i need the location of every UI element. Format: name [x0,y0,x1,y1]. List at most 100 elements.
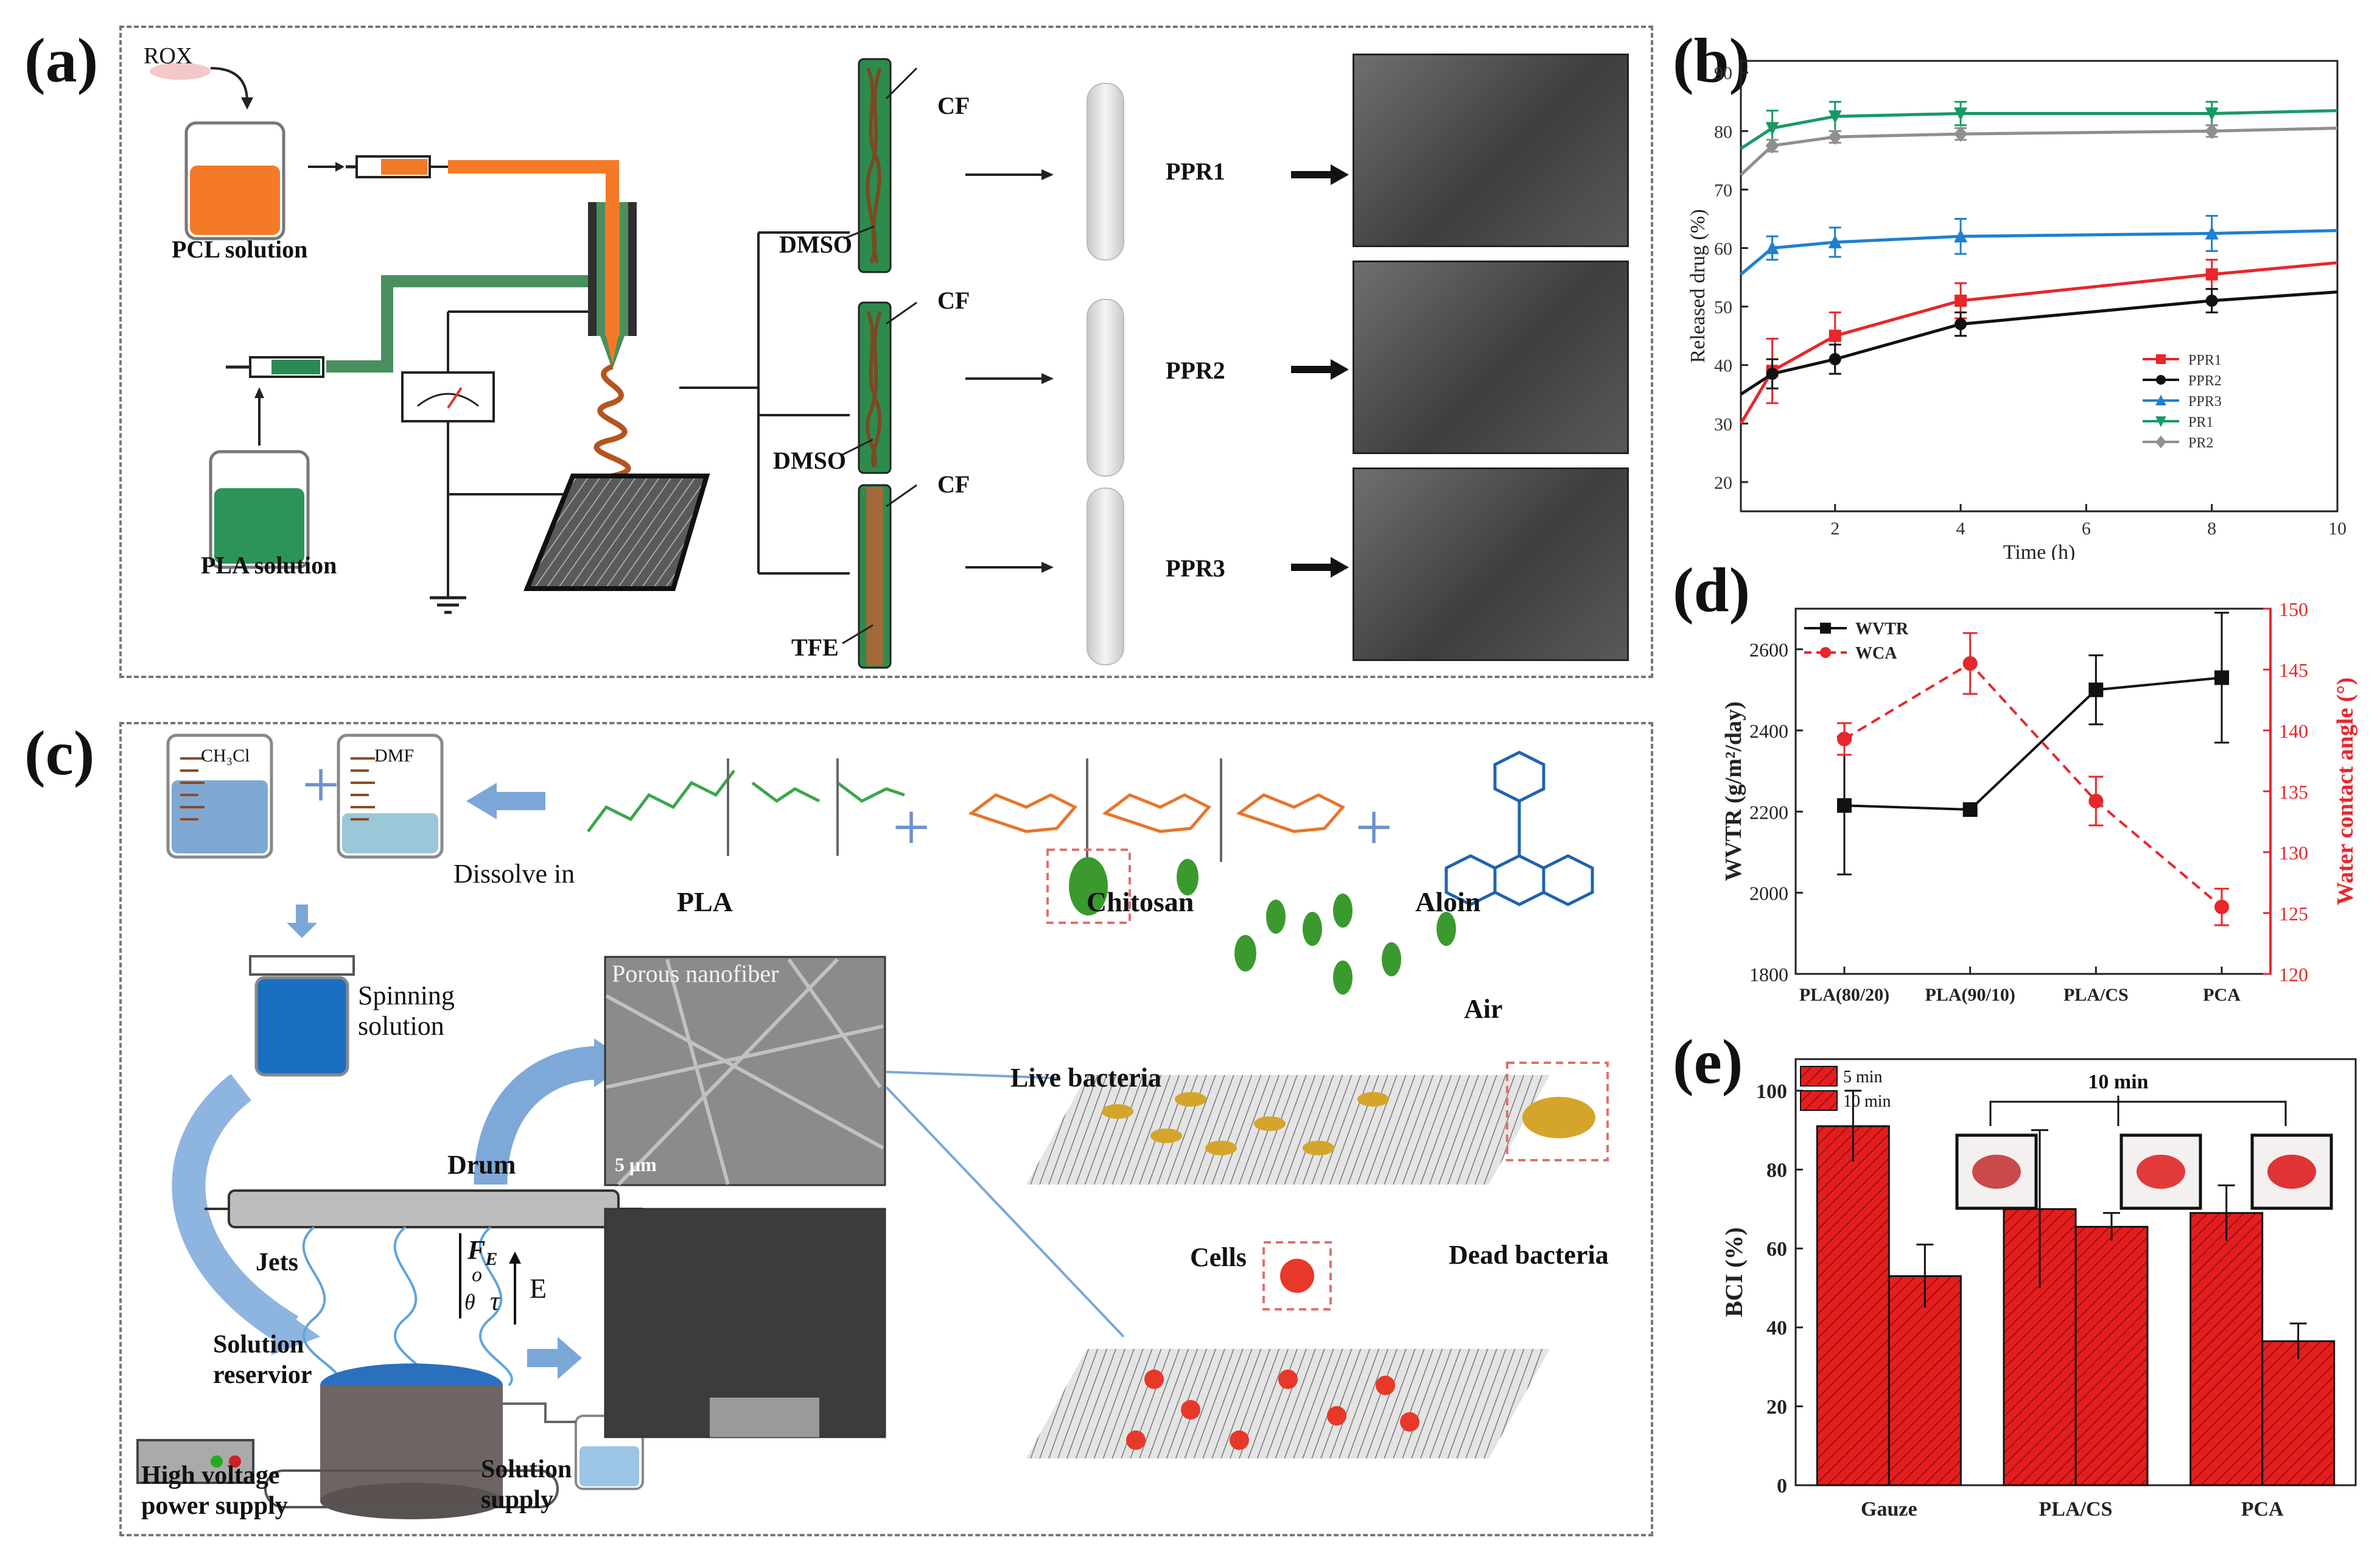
xtick-label-b-4: 10 [2328,519,2347,539]
ch3cl-beaker [166,733,273,859]
photo-gauze-e-spot [1972,1155,2021,1189]
sem-image-ppr3 [1353,467,1629,661]
ytick-label-e-4: 80 [1766,1159,1787,1181]
ytick-label-d-1: 2000 [1749,883,1788,905]
ytick-label-e-5: 100 [1756,1080,1787,1103]
dmso-label-1: DMSO [779,231,852,258]
cf-label-3: CF [937,471,970,498]
ytick-right-label-d-1: 125 [2279,903,2308,925]
point-b-PPR3-2 [1828,234,1842,248]
pcl-beaker [184,121,285,240]
flow-arrow-up [474,1046,601,1185]
point-b-PR1-1 [1765,122,1779,136]
ppr3-label: PPR3 [1166,555,1225,582]
xtick-label-b-3: 8 [2207,519,2216,539]
line-d-WCA [1843,662,2223,908]
solid-tube-3 [1087,488,1124,665]
o-label: o [472,1264,482,1286]
ytick-label-b-3: 50 [1714,298,1732,318]
ytick-label-e-2: 40 [1766,1317,1787,1340]
legend-marker-d-WVTR [1820,623,1831,634]
ytick-label-b-4: 60 [1714,239,1732,259]
legend-marker-b-PR1 [2155,416,2166,427]
pcl-label: PCL solution [172,236,308,263]
point-d-WVTR-3 [2214,670,2229,685]
ytick-label-b-1: 30 [1714,415,1732,435]
pla-beaker [209,450,310,569]
ytick-label-e-0: 0 [1777,1475,1787,1497]
tfe-label: TFE [791,634,839,661]
xtick-label-b-0: 2 [1830,519,1839,539]
ytick-label-e-3: 60 [1766,1238,1787,1261]
point-b-PPR3-1 [1765,240,1779,254]
spinning-label-2: solution [358,1011,444,1041]
hv-label-2: power supply [141,1492,288,1520]
dmf-label: DMF [374,746,415,766]
legend-marker-b-PPR2 [2156,375,2166,385]
ch3cl-label: CH₃Cl [201,746,250,766]
bar-e-10-min-PCA [2261,1340,2336,1486]
line-b-PR2 [1740,127,2338,177]
cell-zoom [1280,1259,1314,1293]
panel-a-schematic [150,58,1349,669]
point-b-PR2-1 [1765,138,1779,154]
line-d-WVTR [1844,676,2222,811]
cf-label-1: CF [937,92,970,119]
point-d-WVTR-2 [2088,682,2104,698]
series-b-PR2 [1740,123,2338,177]
spinning-bottle [254,976,349,1077]
reservoir-label-1: Solution [213,1331,304,1359]
panel-a-frame [119,26,1653,678]
series-b-PR1 [1740,100,2338,150]
bar-e-10-min-PLA/CS [2074,1225,2149,1486]
pla-feed-line [326,275,588,373]
xtick-label-e-2: PCA [2241,1498,2284,1521]
dead-bacterium-zoom [1522,1097,1595,1138]
hv-label-1: High voltage [141,1461,280,1489]
pla-label: PLA solution [201,551,337,579]
fiber-ppr1 [843,58,918,273]
point-b-PPR2-1 [1766,368,1779,380]
line-b-PPR1 [1739,261,2338,425]
xtick-label-d-3: PCA [2203,985,2241,1005]
flow-arrow-down [172,1074,299,1345]
legend-text-b-PR2: PR2 [2188,435,2213,451]
point-b-PPR2-3 [1955,318,1967,331]
chart-d: 1800200022002400260012012513013514014515… [1721,598,2358,1005]
ytick-label-b-7: 90 [1714,63,1732,83]
plot-frame-b [1740,60,2339,513]
porous-tube-1 [1087,83,1124,261]
legend-marker-b-PPR3 [2155,394,2166,405]
reservoir-label-2: reservior [213,1361,312,1389]
panel-label-c: (c) [24,718,95,788]
fe-label: FE [467,1234,497,1270]
legend-text-b-PR1: PR1 [2188,415,2213,430]
legend-marker-d-WCA [1820,647,1831,658]
line-b-PPR3 [1740,229,2338,276]
sem-image-ppr2 [1353,261,1629,454]
x-axis-label-b: Time (h) [2003,541,2076,560]
panel-label-d: (d) [1673,555,1751,625]
ytick-label-b-6: 80 [1714,122,1732,142]
xtick-label-e-1: PLA/CS [2039,1498,2113,1521]
series-d-WCA [1837,632,2229,926]
live-bacteria-label: Live bacteria [1010,1063,1162,1093]
point-b-PPR1-3 [1955,295,1967,307]
point-b-PPR1-4 [2205,268,2218,281]
fe-main: F [467,1235,486,1265]
drum [228,1189,620,1228]
panel-c-schematic: + + + [136,733,1609,1519]
live-bacteria-group [1177,859,1456,995]
point-d-WVTR-1 [1962,802,1978,817]
point-d-WCA-0 [1837,732,1852,746]
ytick-right-label-d-0: 120 [2279,964,2308,985]
pla-name: PLA [677,886,733,917]
ytick-label-d-2: 2200 [1749,801,1788,823]
rox-powder [150,63,211,80]
bracket-e [1989,1101,2287,1126]
aloin-name: Aloin [1415,886,1481,917]
point-d-WCA-2 [2088,794,2104,808]
chitosan-name: Chitosan [1087,886,1194,917]
ppr2-label: PPR2 [1166,357,1225,384]
